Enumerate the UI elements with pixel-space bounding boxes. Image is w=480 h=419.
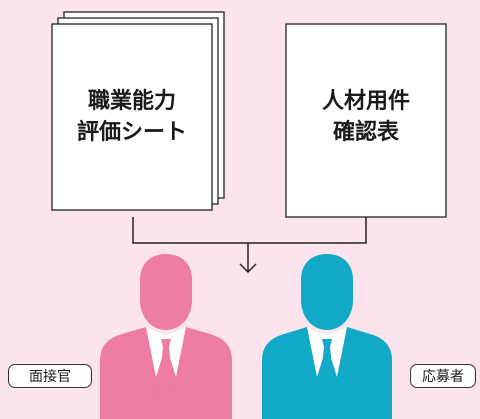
evaluation-sheet-line1: 職業能力 xyxy=(87,89,176,114)
requirements-sheet-line1: 人材用件 xyxy=(321,89,410,114)
requirements-sheet-line2: 確認表 xyxy=(332,120,399,145)
applicant-label: 応募者 xyxy=(410,364,476,388)
applicant-figure xyxy=(262,254,392,419)
requirements-sheet-label: 人材用件 確認表 xyxy=(286,86,446,148)
arrow-head-icon xyxy=(239,263,257,274)
applicant-head xyxy=(301,254,353,330)
evaluation-sheet-stack xyxy=(51,11,225,211)
sheet-front xyxy=(51,23,213,211)
evaluation-sheet-line2: 評価シート xyxy=(76,120,187,145)
evaluation-sheet-label: 職業能力 評価シート xyxy=(52,86,212,148)
applicant-tie xyxy=(319,339,335,407)
connector-left xyxy=(132,217,248,244)
connector-right xyxy=(248,217,367,244)
interviewer-head xyxy=(140,254,192,330)
interviewer-tie xyxy=(158,339,174,407)
interviewer-label: 面接官 xyxy=(8,364,92,388)
connector-lines xyxy=(132,217,367,274)
interviewer-figure xyxy=(100,254,232,419)
applicant-collar xyxy=(307,327,347,377)
requirements-sheet xyxy=(285,23,447,218)
interviewer-collar xyxy=(146,327,186,377)
